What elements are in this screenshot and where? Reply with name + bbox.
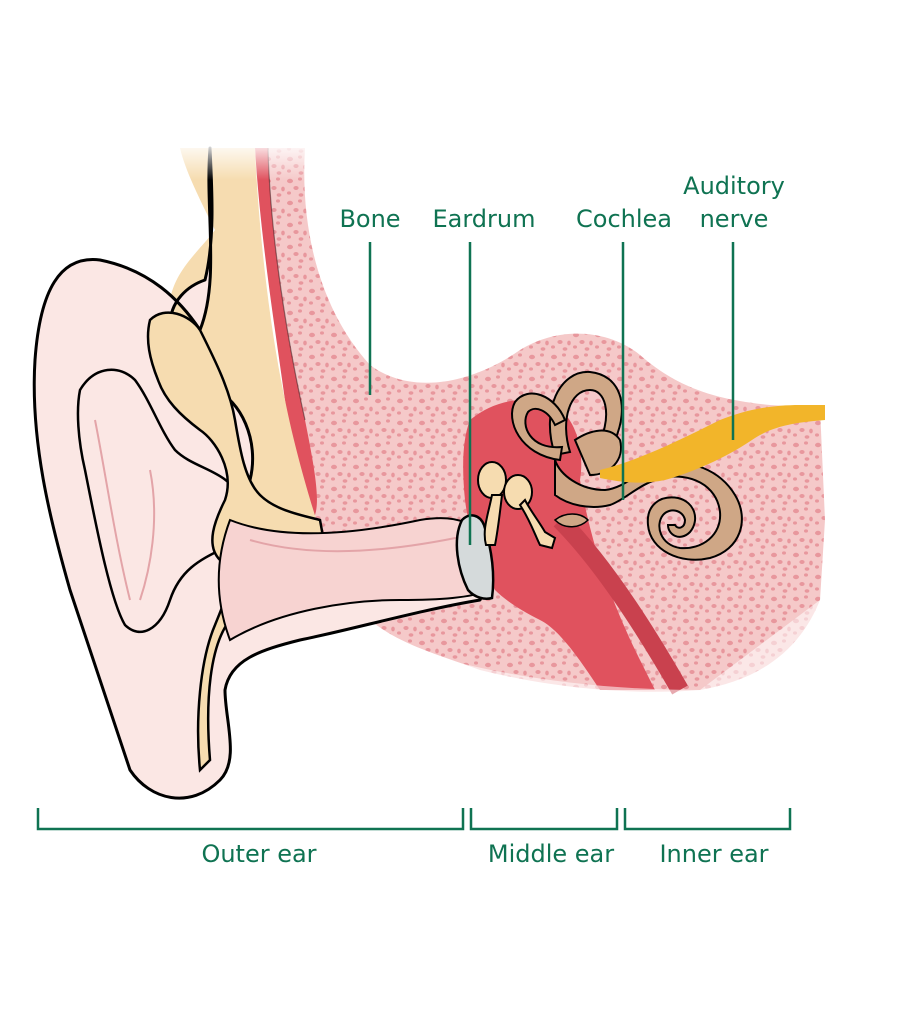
middle-ear-cavity	[463, 399, 655, 690]
inner-ear-bracket	[623, 808, 792, 831]
inner-ear-label: Inner ear	[659, 840, 769, 868]
auditory-nerve-label-line2: nerve	[699, 205, 769, 233]
bone-label: Bone	[339, 205, 401, 233]
leader-lines	[368, 242, 735, 545]
section-brackets	[36, 808, 792, 831]
middle-ear-bracket	[469, 808, 619, 831]
outer-ear-bracket	[36, 808, 465, 831]
auditory-nerve-label-line1: Auditory	[683, 172, 785, 200]
auditory-nerve-label: Auditory nerve	[683, 170, 785, 236]
eardrum-label: Eardrum	[432, 205, 536, 233]
outer-ear-label: Outer ear	[201, 840, 317, 868]
middle-ear-label: Middle ear	[487, 840, 615, 868]
auditory-nerve	[600, 405, 825, 483]
temporal-vessel	[255, 148, 317, 515]
cochlea-label: Cochlea	[576, 205, 672, 233]
ossicles	[477, 461, 557, 550]
pinna-fold	[76, 368, 243, 634]
